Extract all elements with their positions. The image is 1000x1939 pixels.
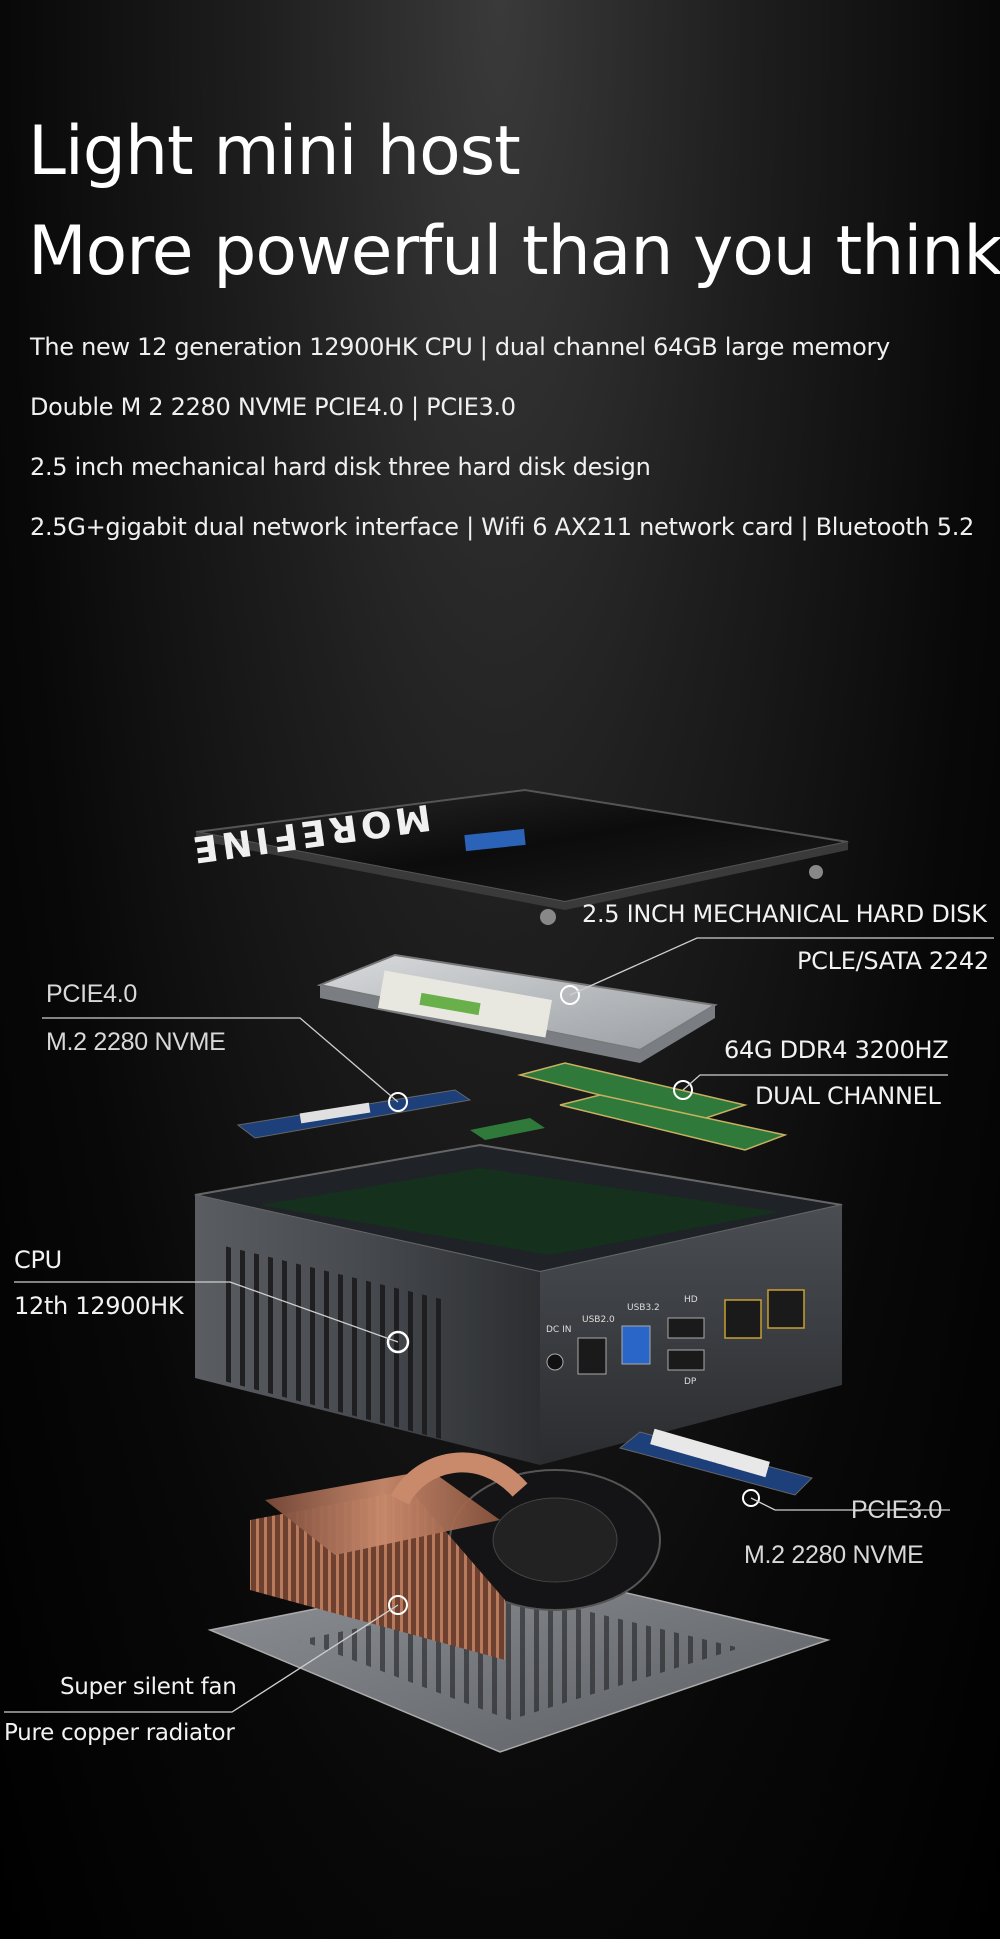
- callout-pcie3-subtitle: M.2 2280 NVME: [744, 1541, 924, 1569]
- callout-fan-title: Super silent fan: [60, 1674, 237, 1700]
- nvme-pcie4-ssd: [236, 1089, 545, 1140]
- port-label-dp: DP: [684, 1377, 697, 1387]
- hard-disk: [316, 953, 718, 1063]
- feature-cpu-memory: The new 12 generation 12900HK CPU | dual…: [30, 333, 890, 361]
- callout-cpu-subtitle: 12th 12900HK: [14, 1292, 184, 1320]
- callout-hdd-subtitle: PCLE/SATA 2242: [797, 947, 989, 975]
- callout-ram-title: 64G DDR4 3200HZ: [724, 1036, 949, 1064]
- callout-cpu-title: CPU: [14, 1246, 62, 1274]
- port-label-dc: DC IN: [546, 1325, 571, 1335]
- feature-hard-disk: 2.5 inch mechanical hard disk three hard…: [30, 453, 651, 481]
- callout-radiator-subtitle: Pure copper radiator: [4, 1720, 235, 1746]
- headline-line-1: Light mini host: [28, 112, 521, 191]
- nvme-pcie3-ssd: MAIFI: [618, 1428, 813, 1507]
- callout-lines: [4, 937, 994, 1713]
- chassis: DC IN USB2.0 USB3.2 HD DP: [194, 1143, 843, 1465]
- port-label-usb2: USB2.0: [582, 1315, 615, 1325]
- callout-pcie3-title: PCIE3.0: [851, 1496, 943, 1524]
- port-label-hd: HD: [684, 1295, 698, 1305]
- intel-badge-icon: [464, 828, 526, 852]
- feature-network: 2.5G+gigabit dual network interface | Wi…: [30, 513, 975, 541]
- feature-m2-slots: Double M 2 2280 NVME PCIE4.0 | PCIE3.0: [30, 393, 516, 421]
- fan-heatsink: [250, 1452, 661, 1660]
- headline-line-2: More powerful than you think: [28, 212, 1000, 291]
- callout-hdd-title: 2.5 INCH MECHANICAL HARD DISK: [582, 900, 987, 928]
- callout-ram-subtitle: DUAL CHANNEL: [755, 1082, 941, 1110]
- port-label-usb3: USB3.2: [627, 1303, 660, 1313]
- callout-pcie4-subtitle: M.2 2280 NVME: [46, 1028, 226, 1056]
- callout-pcie4-title: PCIE4.0: [46, 980, 138, 1008]
- ram-modules: [517, 1062, 788, 1151]
